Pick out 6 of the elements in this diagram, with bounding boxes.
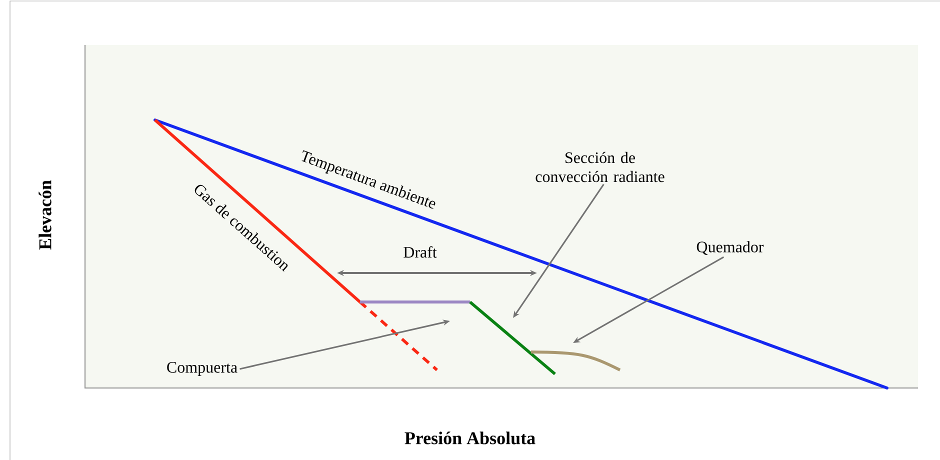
line-label: Draft xyxy=(404,246,437,258)
axis-label: Elevacón xyxy=(38,180,52,250)
callout-text: Quemador xyxy=(696,241,764,255)
callout-text: Compuerta xyxy=(167,362,238,376)
callout-text: Sección de convección radiante xyxy=(536,152,664,182)
axis-label: Presión Absoluta xyxy=(404,432,536,444)
